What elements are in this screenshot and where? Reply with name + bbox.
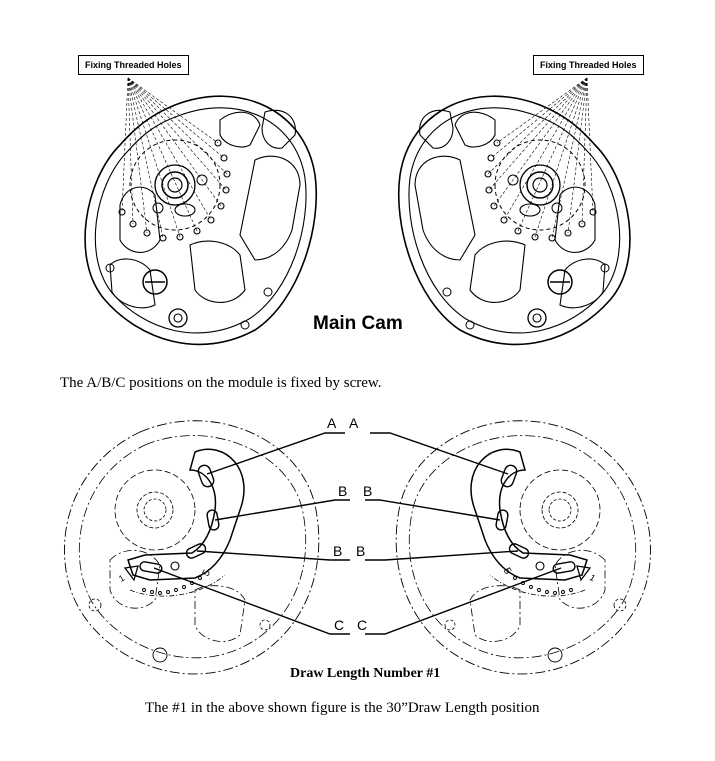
scale-digit-right: 5 (501, 566, 514, 577)
letter-a-left: A (327, 415, 337, 431)
scale-start-right: 1 (588, 572, 597, 583)
letter-c-right: C (357, 617, 367, 633)
scale-start-left: 1 (117, 573, 126, 584)
scale-digit-left: 5 (201, 568, 214, 579)
caption-positions: The A/B/C positions on the module is fix… (60, 375, 382, 391)
module-cam-left (63, 420, 320, 675)
module-cam-right (395, 420, 652, 675)
letter-c-left: C (334, 617, 344, 633)
letter-b2-right: B (356, 543, 365, 559)
letter-b2-left: B (333, 543, 342, 559)
fixing-holes-label-right: Fixing Threaded Holes (533, 55, 644, 75)
fixing-holes-label-left: Fixing Threaded Holes (78, 55, 189, 75)
letter-a-right: A (349, 415, 359, 431)
main-cam-left (84, 77, 318, 346)
main-cam-title: Main Cam (313, 313, 403, 334)
caption-draw-length: The #1 in the above shown figure is the … (145, 700, 540, 716)
letter-b1-left: B (338, 483, 347, 499)
main-cam-right (397, 77, 631, 346)
draw-length-label: Draw Length Number #1 (290, 666, 441, 681)
position-leaders (153, 432, 562, 635)
letter-b1-right: B (363, 483, 372, 499)
